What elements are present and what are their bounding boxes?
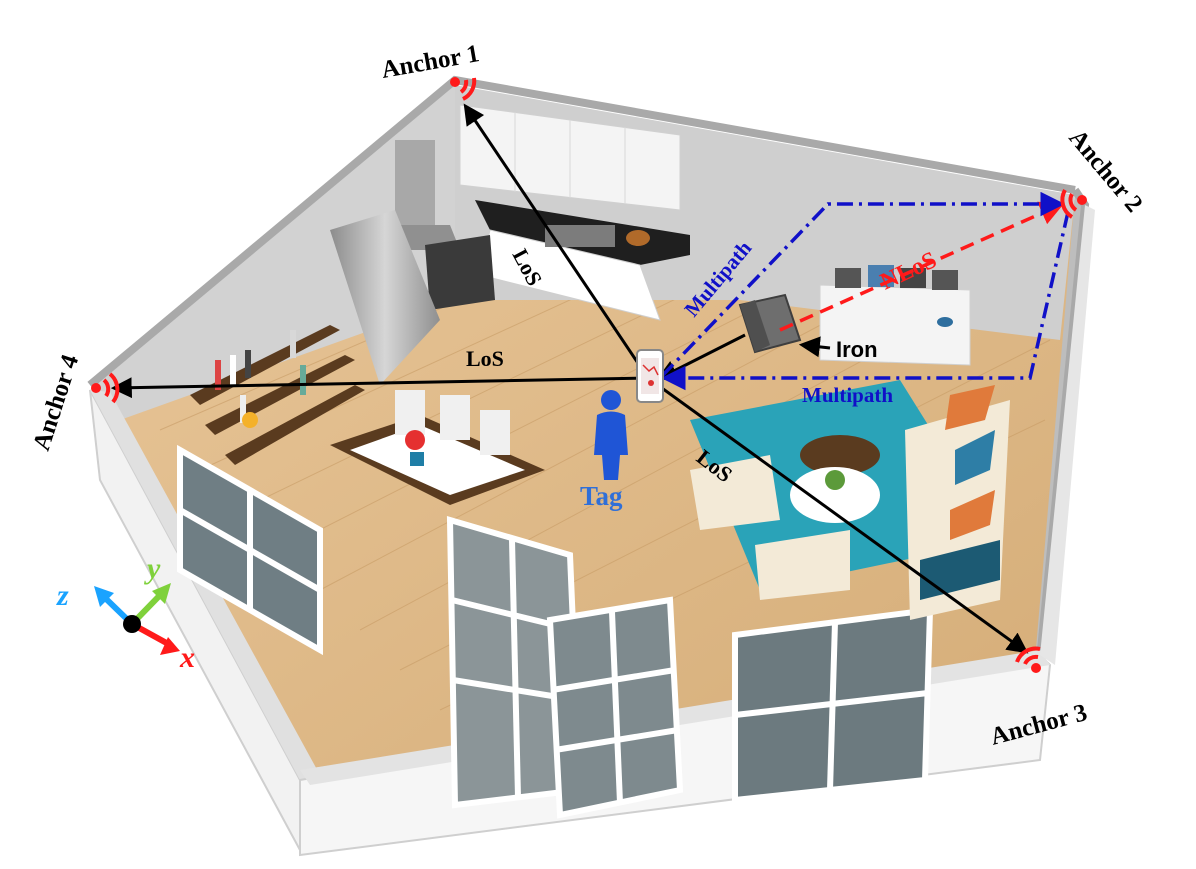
anchor-1-label: Anchor 1 [379,40,481,84]
furniture [190,104,1010,620]
anchor-2-wifi-icon [1060,189,1087,219]
los-path-anchor-4 [110,376,649,399]
tag: Tag [580,349,664,511]
person-icon [594,390,628,480]
iron-pointer [798,336,831,358]
los-label-anchor-4: LoS [466,346,504,371]
phone-icon [636,349,664,403]
multipath-path-bottom [661,211,1070,391]
los-path-anchor-3 [647,376,1029,654]
los-path-anchor-1 [463,103,650,379]
multipath-label-bottom: Multipath [802,383,893,407]
iron-label: Iron [836,337,878,362]
multipath-path-top [660,191,1065,378]
axis-z-label: z [56,579,69,612]
axis-origin [123,615,141,633]
signal-paths [110,103,1070,654]
axis-y-label: y [144,552,161,585]
front-window [732,606,934,804]
left-wall-window [177,444,323,656]
axes-indicator: z y x [56,552,195,674]
back-wall-left [95,85,455,420]
tag-label: Tag [580,481,623,511]
anchor-1-wifi-icon [450,77,477,101]
axis-x-label: x [179,641,195,674]
anchor-4-wifi-icon [91,372,120,404]
nlos-path-anchor-2 [779,201,1065,332]
anchor-4-label: Anchor 4 [28,351,84,454]
front-door-right [546,596,684,819]
anchor-3-wifi-icon [1015,646,1041,673]
iron-object [738,293,802,354]
